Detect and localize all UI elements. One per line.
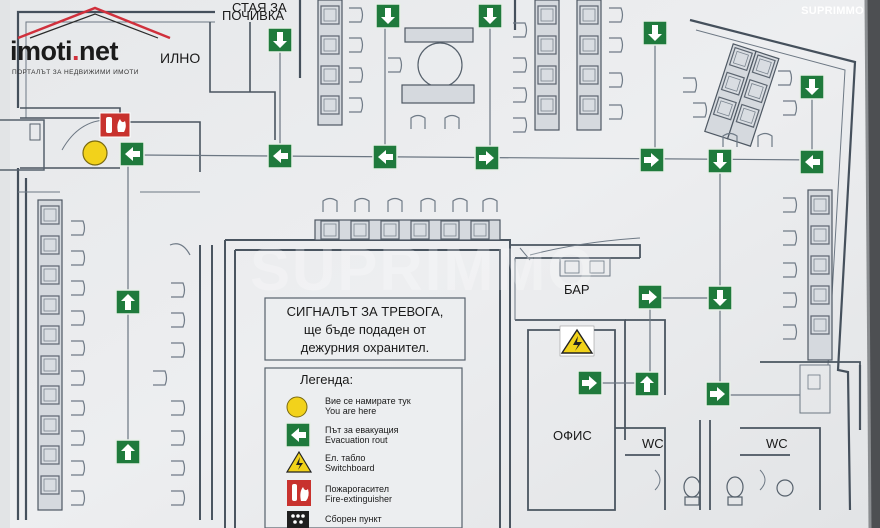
evacuation-arrow-left-icon (267, 143, 293, 169)
evacuation-arrow-up-icon (115, 289, 141, 315)
bar-label: БАР (564, 282, 590, 297)
switchboard-hazard-icon (559, 325, 595, 357)
suprimmo-watermark: SUPRIMMO (801, 5, 864, 17)
evacuation-arrow-down-icon (375, 3, 401, 29)
evacuation-arrow-right-icon (705, 381, 731, 407)
evacuation-arrow-right-icon (639, 147, 665, 173)
evacuation-arrow-down-icon (707, 148, 733, 174)
logo-tagline: ПОРТАЛЪТ ЗА НЕДВИЖИМИ ИМОТИ (12, 69, 139, 76)
evacuation-arrow-left-icon (799, 149, 825, 175)
logo-brand-main: imoti (10, 36, 73, 66)
wc-left-label: WC (642, 436, 664, 451)
evacuation-arrow-right-icon (637, 284, 663, 310)
wc-right-label: WC (766, 436, 788, 451)
logo-brand-tail: net (79, 36, 119, 66)
legend-item-bg: Път за евакуация (325, 425, 399, 435)
legend-item-en: Switchboard (325, 463, 375, 473)
alarm-notice-line1: СИГНАЛЪТ ЗА ТРЕВОГА, (286, 304, 444, 319)
evacuation-arrow-up-icon (115, 439, 141, 465)
alarm-notice-line3: дежурния охранител. (300, 340, 430, 355)
legend-title: Легенда: (300, 372, 354, 387)
legend-item-bg: Ел. табло (325, 453, 366, 463)
evacuation-arrow-down-icon (477, 3, 503, 29)
legend-item-en: Fire-extinguisher (325, 494, 393, 504)
evacuation-arrow-left-icon (372, 144, 398, 170)
smoking-room-label: ИЛНО (160, 50, 201, 66)
evacuation-arrow-down-icon (707, 285, 733, 311)
svg-text:SUPRIMMO: SUPRIMMO (250, 236, 596, 303)
legend-item-en: You are here (325, 406, 377, 416)
evacuation-arrow-left-icon (119, 141, 145, 167)
office-label: ОФИС (553, 428, 592, 443)
legend-item-bg: Сборен пункт (325, 514, 382, 524)
alarm-notice-line2: ще бъде подаден от (303, 322, 427, 337)
evacuation-arrow-down-icon (799, 74, 825, 100)
you-are-here-marker (82, 140, 108, 166)
evacuation-arrow-down-icon (267, 27, 293, 53)
logo-brand-dot: . (72, 36, 80, 66)
rest-room-label-line2: ПОЧИВКА (222, 8, 285, 23)
legend-item-bg: Пожарогасител (325, 484, 390, 494)
rest-room-label-line1: СТАЯ ЗА (232, 0, 287, 15)
legend-item-bg: Вие се намирате тук (325, 396, 411, 406)
legend-item-en: Evacuation rout (325, 435, 388, 445)
evacuation-arrow-right-icon (474, 145, 500, 171)
evacuation-arrow-up-icon (634, 371, 660, 397)
evacuation-arrow-down-icon (642, 20, 668, 46)
imoti-logo: imoti.net ПОРТАЛЪТ ЗА НЕДВИЖИМИ ИМОТИ (10, 12, 185, 76)
evacuation-arrow-right-icon (577, 370, 603, 396)
fire-extinguisher-icon (99, 112, 131, 138)
alarm-notice-box (264, 297, 466, 361)
